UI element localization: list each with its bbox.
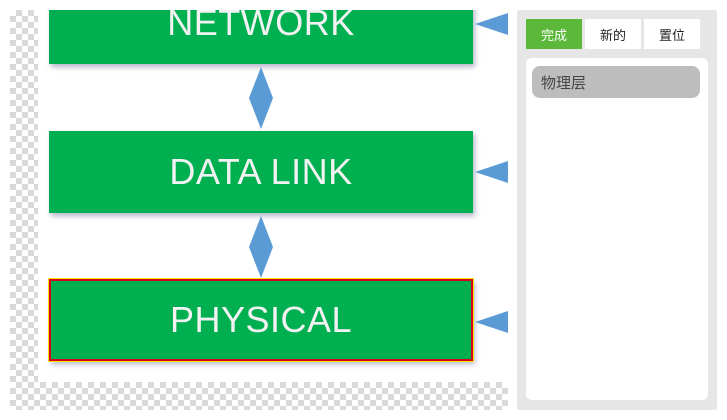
left-arrow-icon xyxy=(475,311,508,333)
network-layer-box[interactable]: NETWORK xyxy=(49,10,473,64)
data-link-layer-box[interactable]: DATA LINK xyxy=(49,131,473,213)
new-button[interactable]: 新的 xyxy=(585,19,641,49)
reset-button[interactable]: 置位 xyxy=(644,19,700,49)
double-arrow-connector xyxy=(249,216,273,278)
label-list: 物理层 xyxy=(526,58,708,400)
side-panel: 完成 新的 置位 物理层 xyxy=(517,10,717,410)
physical-layer-box-selected[interactable]: PHYSICAL xyxy=(48,278,474,362)
double-arrow-connector xyxy=(249,67,273,129)
slide: NETWORK DATA LINK PHYSICAL xyxy=(38,10,508,382)
data-link-layer-label: DATA LINK xyxy=(169,151,353,192)
done-button[interactable]: 完成 xyxy=(526,19,582,49)
physical-layer-label: PHYSICAL xyxy=(169,299,353,340)
left-arrow-icon xyxy=(475,161,508,183)
panel-toolbar: 完成 新的 置位 xyxy=(526,19,700,49)
list-item[interactable]: 物理层 xyxy=(532,66,700,98)
canvas-area[interactable]: NETWORK DATA LINK PHYSICAL xyxy=(10,10,508,410)
network-layer-label: NETWORK xyxy=(167,10,355,43)
left-arrow-icon xyxy=(475,13,508,35)
